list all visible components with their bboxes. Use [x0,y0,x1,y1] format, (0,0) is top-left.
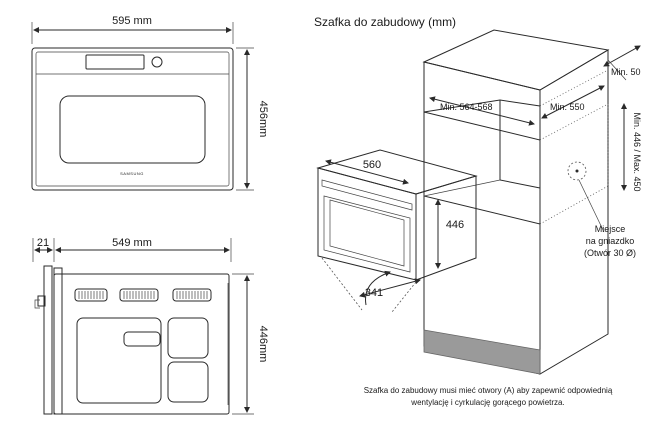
depth-label: 549 mm [112,237,152,249]
oven-window [59,95,206,164]
socket-label-line-2: na gniazdko [586,236,635,246]
side-panel-lower [167,361,209,403]
niche-height-label: Min. 446 / Max. 450 [632,112,642,191]
min-gap-leader [607,59,627,81]
note-line-1: Szafka do zabudowy musi mieć otwory (A) … [364,386,613,395]
oven-width-dimension [325,159,409,185]
top-vent-group [74,288,212,302]
socket-leader [578,179,605,233]
door-swing-line-2 [391,281,417,313]
socket-center [575,169,579,173]
frame-flange [53,267,63,415]
vent-louvres [176,291,208,299]
min-depth-dimension [429,96,535,126]
cabinet-top [422,29,610,91]
vent-louvres [123,291,155,299]
front-width-label: 595 mm [112,15,152,27]
oven-side-body [53,273,230,415]
side-panel-upper [167,317,209,359]
cabinet-side-panel [539,49,609,375]
min-width-label: Min. 550 [550,102,585,112]
cabinet-view: Szafka do zabudowy (mm) Min. 564-568 Min… [314,15,642,407]
side-panel-large [76,317,162,404]
door-swing-label: 341 [365,287,383,299]
front-depth-label: 21 [37,237,49,249]
vent-louvres [78,291,104,299]
hinge [34,299,40,309]
door-handle [37,295,46,307]
cabinet-plinth [423,329,541,375]
vent-slot [172,288,212,302]
vent-slot [119,288,159,302]
side-panel-slot [123,331,161,347]
socket-label-line-3: (Otwór 30 Ø) [584,248,636,258]
door-swing-line [321,257,363,311]
guide-bottom [539,185,609,225]
oven-control-strip [321,179,413,211]
socket-label-line-1: Miejsce [595,224,626,234]
oven-front-body [31,47,234,191]
note-line-2: wentylację i cyrkulację gorącego powietr… [410,398,564,407]
door-swing-dimension [359,278,421,298]
niche-back-edge [499,100,541,189]
niche-opening [423,111,541,225]
side-view: 21 549 mm 446mm [32,237,269,415]
control-knob-icon [151,56,163,68]
oven-front-frame [35,51,230,187]
min-depth-label: Min. 564-568 [440,102,493,112]
cabinet-title: Szafka do zabudowy (mm) [314,15,456,29]
oven-door-panel [323,195,411,273]
oven-height-label: 446 [446,219,464,231]
oven-isometric: 560 446 [316,149,478,281]
min-width-dimension [541,85,605,119]
niche-floor-edge [423,179,501,197]
min-gap-dimension [603,45,641,67]
door-profile [43,265,53,415]
oven-width-label: 560 [363,159,381,171]
front-height-label: 456mm [257,101,269,138]
display-panel [85,54,145,70]
brand-logo: SAMSUNG [120,171,144,176]
oven-top-face [316,149,478,195]
socket-hole-icon [567,161,587,181]
side-height-label: 446mm [257,326,269,363]
oven-front-face [317,167,417,281]
vent-slot [74,288,108,302]
oven-window-iso [329,199,405,267]
front-view: 595 mm SAMSUNG 456mm [31,15,269,191]
min-gap-label: Min. 50 [611,67,641,77]
guide-gap [539,69,609,107]
